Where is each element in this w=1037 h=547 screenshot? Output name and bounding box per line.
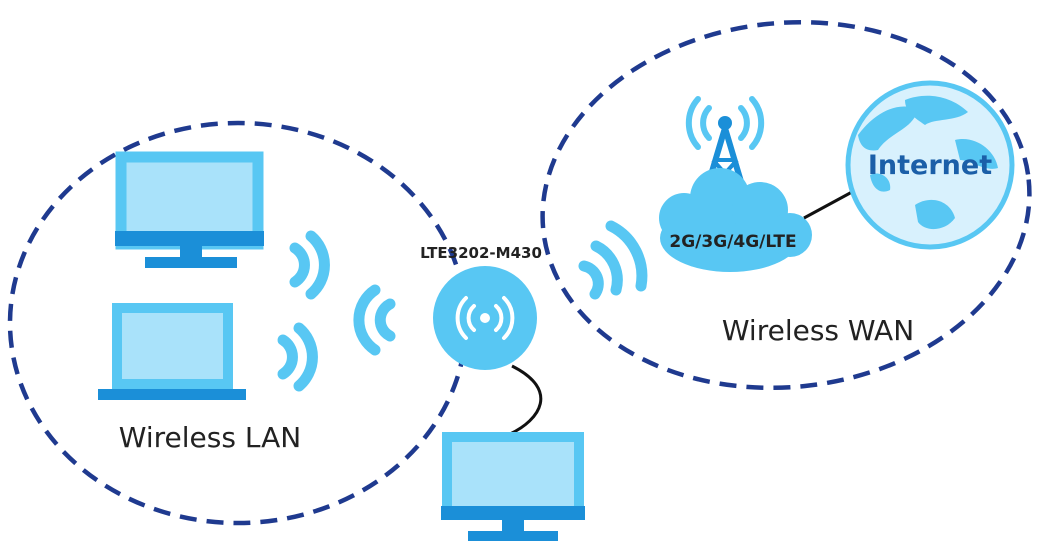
router-icon bbox=[433, 266, 537, 370]
wireless-wan-label: Wireless WAN bbox=[722, 314, 914, 347]
router-wan-wifi-wave-icon bbox=[578, 220, 648, 300]
laptop-wifi-wave-icon bbox=[277, 322, 318, 392]
cellular-label: 2G/3G/4G/LTE bbox=[669, 232, 796, 252]
globe-icon bbox=[845, 80, 1015, 250]
internet-link bbox=[803, 190, 853, 220]
wired-monitor-icon bbox=[441, 432, 585, 541]
wireless-lan-label: Wireless LAN bbox=[119, 421, 301, 454]
monitor-wifi-wave-icon bbox=[289, 230, 330, 300]
internet-label: Internet bbox=[868, 150, 992, 181]
ethernet-cable bbox=[509, 364, 543, 436]
wireless-wan-region bbox=[540, 19, 1032, 391]
cell-tower-icon bbox=[685, 96, 765, 196]
lan-laptop-icon bbox=[98, 303, 246, 400]
lan-monitor-icon bbox=[115, 151, 264, 268]
cloud-icon bbox=[659, 168, 812, 272]
device-label: LTE3202-M430 bbox=[420, 244, 542, 262]
router-lan-wifi-wave-icon bbox=[353, 284, 396, 356]
